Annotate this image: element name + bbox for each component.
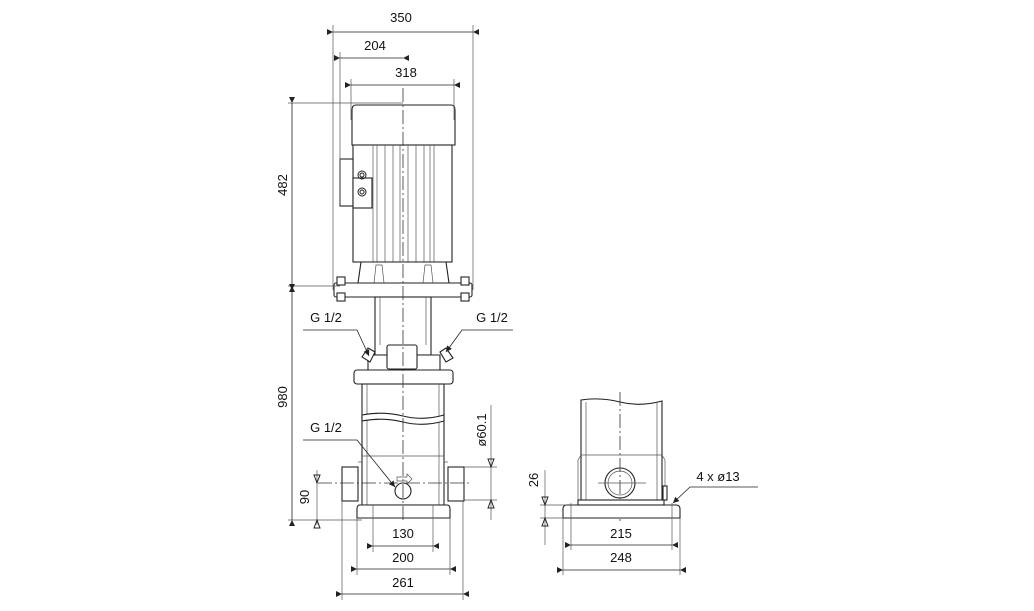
dim-flange-to-flange: 261 <box>392 575 414 590</box>
dim-base-inner: 200 <box>392 550 414 565</box>
leader-drain <box>303 439 396 488</box>
terminal-box <box>339 158 354 207</box>
leader-mounting-holes <box>672 486 758 504</box>
base-plate-side <box>562 504 681 519</box>
dim-motor-offset: 204 <box>364 38 386 53</box>
label-vent-left: G 1/2 <box>310 310 342 325</box>
dim-pump-height: 980 <box>275 386 290 408</box>
inspection-window <box>386 344 418 370</box>
dim-port-height: 90 <box>297 490 312 504</box>
inlet-port <box>341 466 359 502</box>
label-drain: G 1/2 <box>310 420 342 435</box>
dim-motor-width: 318 <box>395 65 417 80</box>
leader-vent-left <box>303 329 370 357</box>
pump-base <box>356 504 451 519</box>
front-view: 350 204 318 482 980 90 130 200 261 ø60.1… <box>275 10 513 600</box>
dim-base-thickness: 26 <box>526 473 541 487</box>
label-vent-right: G 1/2 <box>476 310 508 325</box>
pump-sleeve-side <box>580 398 663 501</box>
dim-port-spacing: 130 <box>392 526 414 541</box>
motor <box>339 104 456 284</box>
side-view: 26 215 248 4 x ø13 <box>526 392 758 575</box>
label-mounting-holes: 4 x ø13 <box>696 469 739 484</box>
dim-overall-width: 350 <box>390 10 412 25</box>
leader-vent-right <box>445 329 513 353</box>
dim-motor-height: 482 <box>275 174 290 196</box>
vent-plug-right <box>439 347 454 363</box>
outlet-port <box>447 466 465 502</box>
dim-hole-spacing: 215 <box>610 526 632 541</box>
pump-head <box>353 369 454 385</box>
dim-base-width: 248 <box>610 550 632 565</box>
dim-pipe-diameter: ø60.1 <box>474 413 489 446</box>
